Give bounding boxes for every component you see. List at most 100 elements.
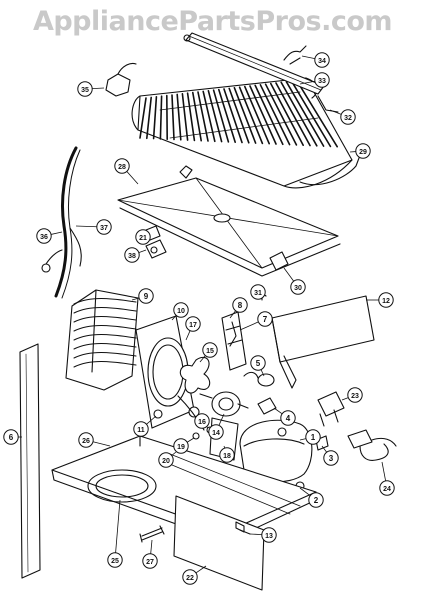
callout-19-screw[interactable]: 19 xyxy=(173,438,189,454)
leader-line-7 xyxy=(239,321,259,331)
callout-number: 13 xyxy=(265,533,273,540)
callout-circle xyxy=(323,450,339,466)
callout-circle xyxy=(173,302,189,318)
callout-34-heater-clip[interactable]: 34 xyxy=(314,52,330,68)
callout-number: 1 xyxy=(311,433,316,442)
callout-circle xyxy=(305,429,321,445)
callout-8-timer-bracket[interactable]: 8 xyxy=(232,297,248,313)
callout-14-condenser-fan-motor[interactable]: 14 xyxy=(208,424,224,440)
callout-circle xyxy=(77,81,93,97)
callout-circle xyxy=(173,438,189,454)
condenser-drawing xyxy=(65,289,139,391)
callout-30-defrost-thermostat[interactable]: 30 xyxy=(290,279,306,295)
leader-line-2 xyxy=(299,487,311,496)
callout-36-drain-tube[interactable]: 36 xyxy=(36,228,52,244)
callout-32-bracket[interactable]: 32 xyxy=(340,109,356,125)
defrost-timer-drawing xyxy=(221,311,247,371)
callout-number: 29 xyxy=(359,149,367,156)
callout-circle xyxy=(202,342,218,358)
callout-27-roller[interactable]: 27 xyxy=(142,553,158,569)
callout-37-tube[interactable]: 37 xyxy=(96,219,112,235)
callout-33-defrost-heater[interactable]: 33 xyxy=(314,72,330,88)
leader-line-34 xyxy=(301,55,316,59)
defrost-thermostat-drawing xyxy=(269,251,289,271)
leader-line-1 xyxy=(299,438,307,441)
callout-number: 17 xyxy=(189,322,197,329)
terminal-block-drawing xyxy=(105,62,137,97)
callout-35-terminal-block[interactable]: 35 xyxy=(77,81,93,97)
callout-circle xyxy=(379,480,395,496)
callout-number: 38 xyxy=(128,253,136,260)
callout-12-rear-access-cover[interactable]: 12 xyxy=(378,292,394,308)
callout-4-relay-cover[interactable]: 4 xyxy=(280,410,296,426)
callout-circle xyxy=(250,284,266,300)
leader-line-13 xyxy=(249,533,262,536)
callout-number: 24 xyxy=(383,486,391,493)
callout-13-screw[interactable]: 13 xyxy=(261,527,277,543)
thermostat-drawing xyxy=(145,225,167,259)
start-relay-drawing xyxy=(317,391,345,427)
callout-circle xyxy=(182,569,198,585)
leader-line-10 xyxy=(171,315,177,321)
callout-16-motor-grommet[interactable]: 16 xyxy=(194,413,210,429)
callout-circle xyxy=(107,552,123,568)
leader-line-38 xyxy=(138,249,147,253)
callout-circle xyxy=(347,387,363,403)
callout-17-clip[interactable]: 17 xyxy=(185,316,201,332)
callout-22-kick-plate[interactable]: 22 xyxy=(182,569,198,585)
callout-number: 27 xyxy=(146,559,154,566)
watermark: AppliancePartsPros.com xyxy=(32,6,393,37)
callout-number: 14 xyxy=(212,430,220,437)
callout-number: 3 xyxy=(329,454,334,463)
callout-11-grommet[interactable]: 11 xyxy=(133,421,149,437)
callout-circle xyxy=(96,219,112,235)
leader-line-33 xyxy=(299,80,315,85)
leader-line-37 xyxy=(75,225,97,228)
callout-number: 25 xyxy=(111,558,119,565)
callout-number: 8 xyxy=(238,301,243,310)
callout-9-condenser[interactable]: 9 xyxy=(138,288,154,304)
callout-1-compressor[interactable]: 1 xyxy=(305,429,321,445)
callout-24-power-cord[interactable]: 24 xyxy=(379,480,395,496)
callout-25-drain-pan[interactable]: 25 xyxy=(107,552,123,568)
callout-31-clip[interactable]: 31 xyxy=(250,284,266,300)
callout-circle xyxy=(36,228,52,244)
leader-line-27 xyxy=(150,539,153,554)
callout-number: 26 xyxy=(82,438,90,445)
callout-23-start-relay[interactable]: 23 xyxy=(347,387,363,403)
callout-6-side-rail[interactable]: 6 xyxy=(3,429,19,445)
leader-line-24 xyxy=(381,461,387,482)
leader-line-9 xyxy=(131,297,140,301)
callout-number: 34 xyxy=(318,58,326,65)
callout-number: 37 xyxy=(100,225,108,232)
callout-circle xyxy=(208,424,224,440)
callout-circle xyxy=(355,143,371,159)
leader-line-32 xyxy=(329,109,342,115)
leader-line-14 xyxy=(218,413,225,426)
callout-21-thermostat-clamp[interactable]: 21 xyxy=(135,229,151,245)
callout-29-evaporator[interactable]: 29 xyxy=(355,143,371,159)
callout-18-fan-motor-bracket[interactable]: 18 xyxy=(219,447,235,463)
callout-number: 22 xyxy=(186,575,194,582)
callout-20-clip[interactable]: 20 xyxy=(158,452,174,468)
callout-3-overload-clip[interactable]: 3 xyxy=(323,450,339,466)
callout-10-fan-shroud[interactable]: 10 xyxy=(173,302,189,318)
evaporator-cover-drawing xyxy=(117,165,341,277)
leader-line-8 xyxy=(229,310,236,319)
leader-line-4 xyxy=(273,407,283,415)
callout-38-thermostat[interactable]: 38 xyxy=(124,247,140,263)
leader-line-22 xyxy=(195,565,207,574)
callout-2-compressor-mount-grommet[interactable]: 2 xyxy=(308,492,324,508)
callout-5-drain-fitting[interactable]: 5 xyxy=(250,355,266,371)
callout-number: 6 xyxy=(9,433,14,442)
callout-26-compressor-base[interactable]: 26 xyxy=(78,432,94,448)
callout-7-defrost-timer[interactable]: 7 xyxy=(257,311,273,327)
callout-28-evaporator-cover[interactable]: 28 xyxy=(114,158,130,174)
callout-15-fan-blade[interactable]: 15 xyxy=(202,342,218,358)
leader-line-5 xyxy=(260,369,265,377)
leader-line-36 xyxy=(50,231,63,235)
callout-number: 28 xyxy=(118,164,126,171)
callout-circle xyxy=(185,316,201,332)
